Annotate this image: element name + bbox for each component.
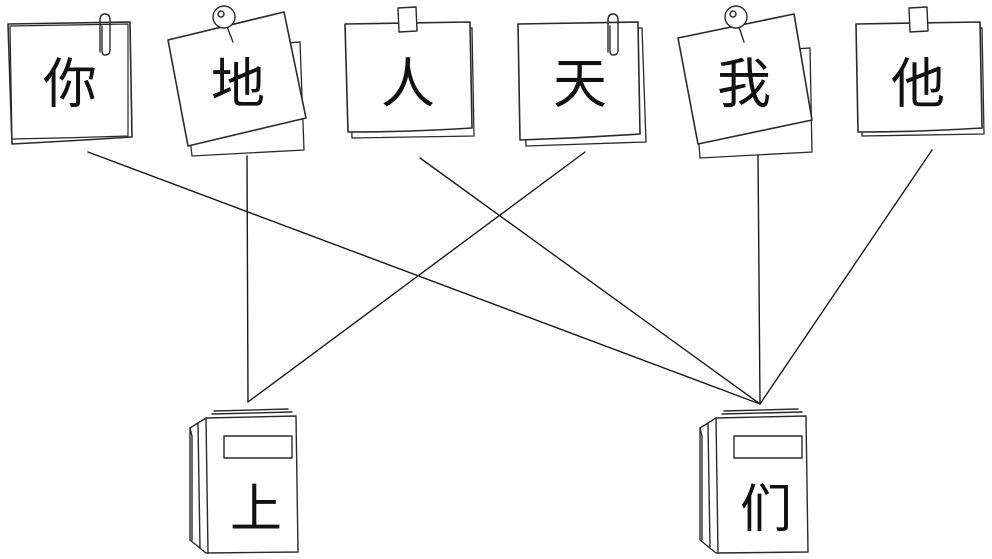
book-char-shang: 上 bbox=[230, 480, 282, 540]
tape-icon bbox=[398, 7, 417, 32]
connector-tian-shang bbox=[248, 152, 585, 402]
note-card-ni[interactable]: 你 bbox=[8, 14, 132, 144]
connector-ta-men bbox=[760, 150, 932, 404]
note-char-ren: 人 bbox=[381, 53, 435, 116]
note-char-ni: 你 bbox=[43, 53, 97, 116]
book-men[interactable]: 们 bbox=[700, 409, 808, 553]
note-char-ta: 他 bbox=[891, 53, 945, 116]
connector-wo-men bbox=[758, 154, 760, 404]
note-char-tian: 天 bbox=[553, 53, 607, 116]
connector-ni-men bbox=[88, 152, 760, 404]
note-card-ren[interactable]: 人 bbox=[345, 7, 474, 138]
book-char-men: 们 bbox=[740, 480, 792, 540]
note-char-di: 地 bbox=[211, 53, 265, 116]
note-card-wo[interactable]: 我 bbox=[678, 6, 812, 158]
note-card-tian[interactable]: 天 bbox=[518, 14, 646, 146]
note-card-ta[interactable]: 他 bbox=[856, 7, 984, 136]
note-char-wo: 我 bbox=[717, 53, 771, 116]
tape-icon bbox=[909, 7, 928, 32]
connector-ren-men bbox=[420, 158, 760, 404]
book-shang[interactable]: 上 bbox=[190, 409, 298, 553]
note-card-di[interactable]: 地 bbox=[168, 6, 306, 156]
connector-lines bbox=[88, 150, 932, 404]
connector-di-shang bbox=[247, 156, 248, 402]
